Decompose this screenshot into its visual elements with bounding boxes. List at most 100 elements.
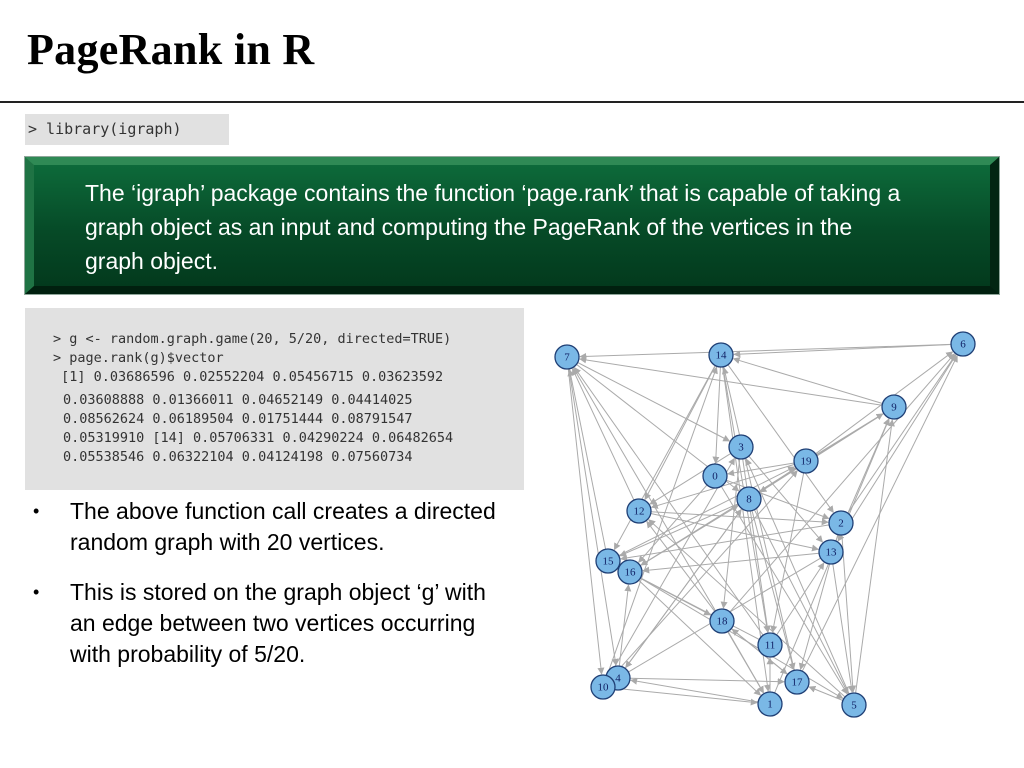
graph-edge [815,413,884,456]
graph-node-label: 0 [712,471,718,483]
bullet-icon: • [33,501,40,521]
graph-node: 6 [950,331,976,357]
title-divider [0,101,1024,103]
graph-node-circle [736,486,762,512]
graph-edge [650,463,795,509]
graph-edge [630,677,759,703]
graph-node: 19 [793,448,819,474]
code-line: > page.rank(g)$vector [53,350,224,366]
pagerank-code-block: > g <- random.graph.game(20, 5/20, direc… [25,308,524,490]
graph-node-label: 18 [717,616,729,628]
graph-edge [837,353,958,542]
graph-edge [726,479,830,520]
graph-node: 15 [595,548,621,574]
graph-edge [638,484,708,563]
graph-node-circle [757,632,783,658]
graph-node-label: 4 [615,673,621,685]
graph-node-label: 3 [738,442,744,454]
graph-edge [642,552,820,574]
graph-edge [606,366,718,676]
graph-node-label: 1 [767,699,773,711]
graph-edge [650,511,829,526]
graph-edge [567,368,605,675]
graph-edge [618,466,796,557]
graph-node-circle [626,498,652,524]
graph-node: 11 [757,632,783,658]
graph-edge [568,368,619,666]
graph-edge [618,584,632,667]
graph-node-label: 6 [960,339,966,351]
graph-edge [579,343,952,360]
graph-node-label: 13 [826,547,838,559]
bullet-list: • The above function call creates a dire… [30,496,500,689]
graph-node-circle [590,674,616,700]
graph-node-circle [702,463,728,489]
graph-edge [721,367,795,671]
graph-edge [727,462,795,477]
graph-node-label: 12 [634,506,645,518]
graph-edge [727,364,834,513]
graph-edge [571,368,635,501]
graph-node: 14 [708,342,734,368]
graph-edge [649,452,732,505]
code-line: 0.05319910 [14] 0.05706331 0.04290224 0.… [63,430,454,446]
graph-edge [613,365,716,551]
graph-edge [770,472,805,633]
graph-edge [759,412,885,493]
graph-edge [610,470,798,679]
graph-node-label: 7 [564,352,570,364]
graph-edge [648,519,846,698]
graph-node-circle [595,548,621,574]
bullet-icon: • [33,582,40,602]
graph-edge [732,357,883,404]
graph-edge [727,631,764,694]
graph-node-label: 17 [792,677,804,689]
graph-node-circle [828,510,854,536]
graph-node-circle [881,394,907,420]
graph-node-circle [950,331,976,357]
graph-node-circle [757,691,783,717]
graph-node-label: 2 [838,518,844,530]
graph-node-circle [784,669,810,695]
graph-edge [620,524,830,562]
graph-node-circle [554,344,580,370]
graph-edge [729,353,955,613]
graph-edge [644,365,716,501]
graph-edge [608,457,735,677]
graph-edge [841,534,857,693]
graph-edge [646,520,716,612]
graph-node: 16 [617,559,643,585]
code-line: [1] 0.03686596 0.02552204 0.05456715 0.0… [53,369,444,385]
banner-text: The ‘igraph’ package contains the functi… [85,180,901,274]
graph-edge [753,509,849,695]
graph-edge [712,366,721,464]
graph-node-circle [728,434,754,460]
graph-edge [577,362,731,442]
graph-edge [614,687,758,706]
bullet-text: The above function call creates a direct… [70,498,496,555]
graph-edge [624,508,742,669]
graph-node-label: 16 [625,567,637,579]
library-code-block: > library(igraph) [25,114,229,145]
graph-node-circle [841,692,867,718]
graph-edge [776,562,825,636]
graph-node: 18 [709,608,735,634]
bullet-text: This is stored on the graph object ‘g’ w… [70,579,486,667]
graph-node-circle [708,342,734,368]
code-line: 0.03608888 0.01366011 0.04652149 0.04414… [63,392,413,408]
graph-node: 3 [728,434,754,460]
bullet-item: • The above function call creates a dire… [30,496,500,558]
graph-edge [847,354,957,514]
graph-edge [720,486,848,695]
graph-node-circle [793,448,819,474]
graph-node-label: 15 [603,556,615,568]
graph-node-label: 10 [598,682,610,694]
graph-node: 2 [828,510,854,536]
graph-node: 7 [554,344,580,370]
graph-node: 5 [841,692,867,718]
graph-node-label: 8 [746,494,752,506]
graph-node: 17 [784,669,810,695]
code-line: 0.05538546 0.06322104 0.04124198 0.07560… [63,449,413,465]
graph-node: 8 [736,486,762,512]
